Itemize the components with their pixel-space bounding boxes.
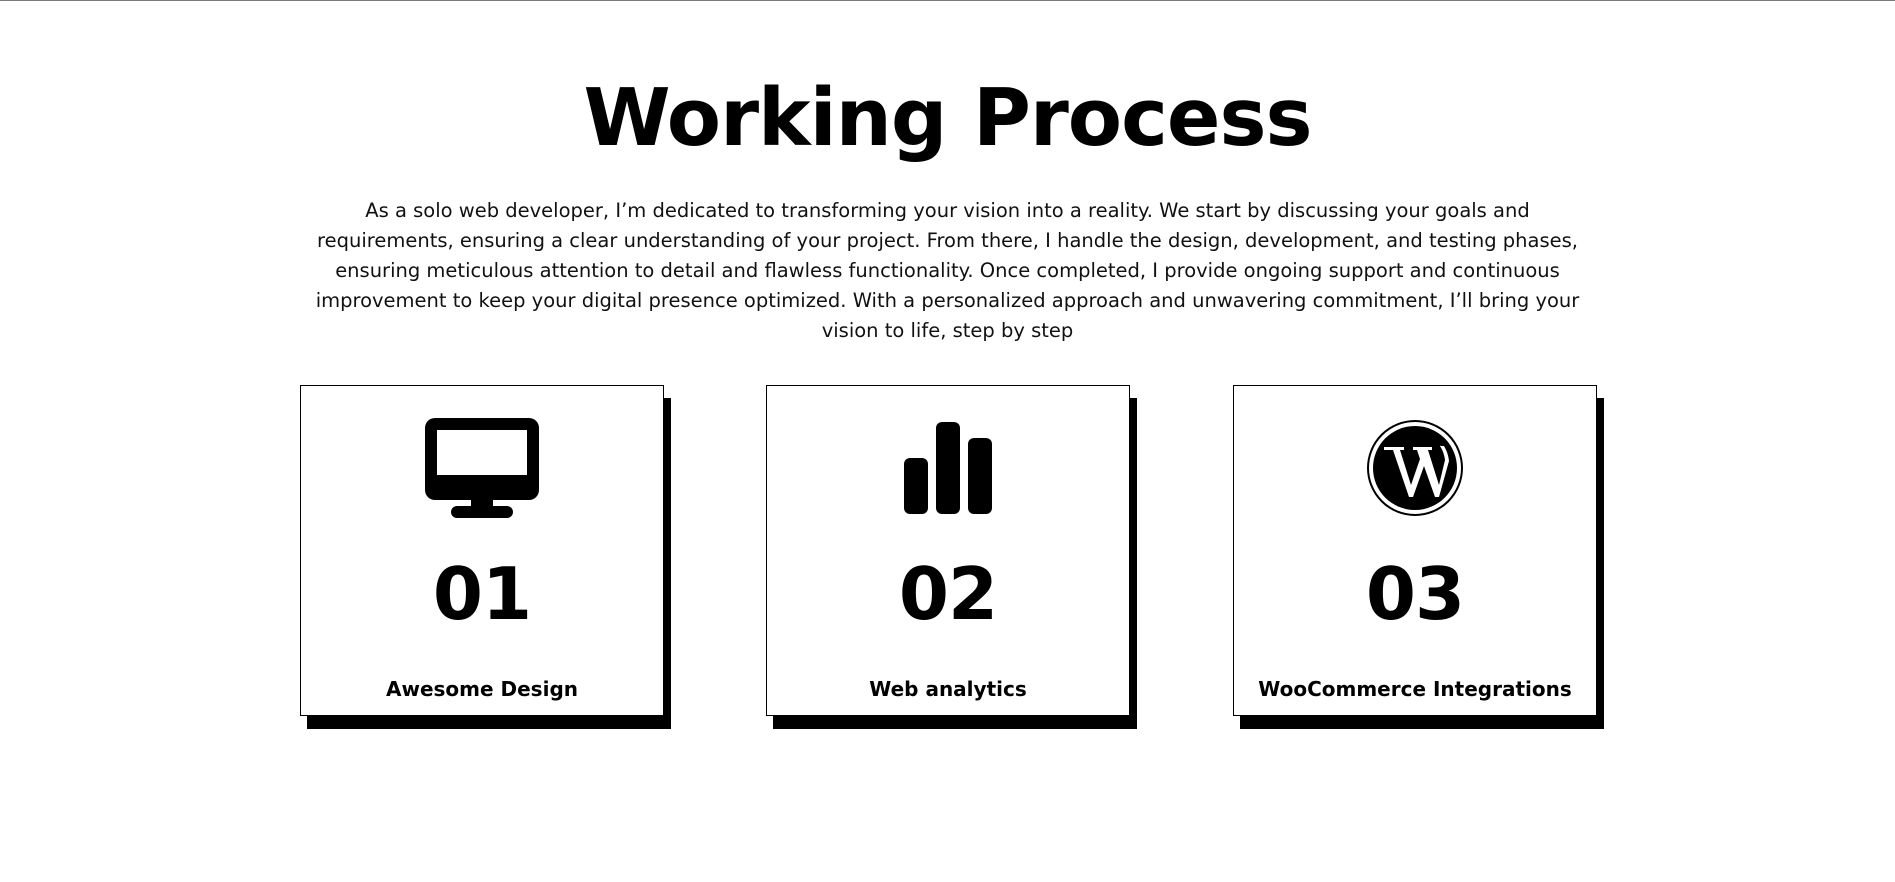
top-divider xyxy=(0,0,1895,1)
card-number: 01 xyxy=(432,552,532,636)
process-card-design: 01 Awesome Design xyxy=(300,385,664,716)
card-title: WooCommerce Integrations xyxy=(1258,677,1572,701)
card-title: Awesome Design xyxy=(385,677,578,701)
card-number: 03 xyxy=(1365,552,1465,636)
section-intro: As a solo web developer, I’m dedicated t… xyxy=(315,199,1580,342)
monitor-icon xyxy=(301,418,663,518)
wordpress-icon xyxy=(1234,418,1596,518)
process-card-analytics: 02 Web analytics xyxy=(766,385,1130,716)
card-title: Web analytics xyxy=(869,677,1027,701)
bar-chart-icon xyxy=(767,418,1129,518)
card-number: 02 xyxy=(898,552,998,636)
section-heading: Working Process xyxy=(583,72,1312,164)
process-card-woocommerce: 03 WooCommerce Integrations xyxy=(1233,385,1597,716)
